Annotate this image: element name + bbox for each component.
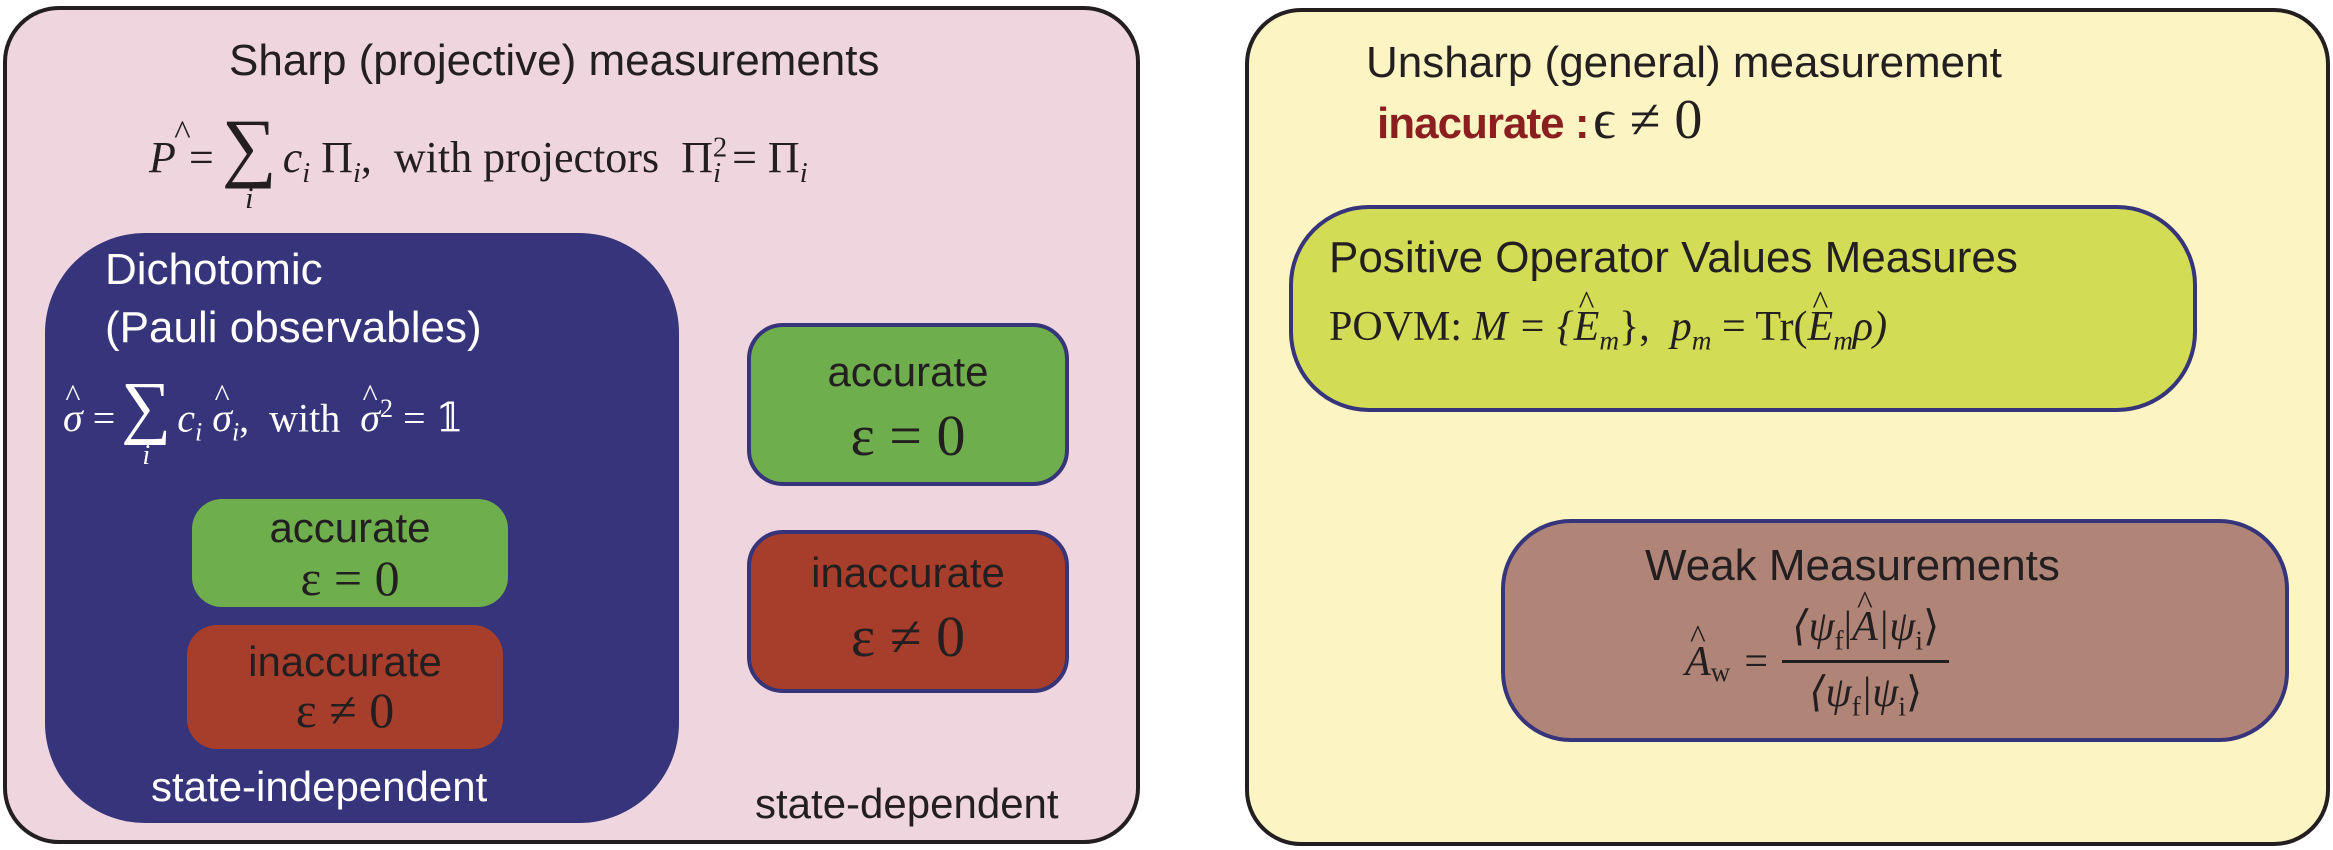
- state-dependent-inaccurate-box: inaccurate ε ≠ 0: [747, 530, 1069, 693]
- weak-title: Weak Measurements: [1645, 541, 2060, 590]
- state-independent-label: state-independent: [151, 763, 488, 810]
- pauli-sum-symbol: ∑i: [121, 369, 172, 471]
- weak-numerator: ⟨ψf|A|ψi⟩: [1782, 585, 1950, 664]
- dichotomic-inaccurate-label: inaccurate: [248, 638, 442, 685]
- state-independent-accurate-box: accurate ε = 0: [192, 499, 508, 607]
- inaccurate-label: inaccurate: [811, 549, 1005, 596]
- sharp-measurements-panel: Sharp (projective) measurements P = ∑ici…: [3, 6, 1140, 844]
- inaccurate-equation: ε ≠ 0: [850, 604, 966, 669]
- dichotomic-accurate-label: accurate: [269, 504, 431, 551]
- pauli-observables-title: (Pauli observables): [105, 303, 482, 352]
- dichotomic-box: Dichotomic (Pauli observables) σ =∑ici σ…: [45, 233, 679, 823]
- state-dependent-accurate-box: accurate ε = 0: [747, 323, 1069, 486]
- unsharp-title: Unsharp (general) measurement: [1366, 38, 2002, 87]
- weak-measurements-box: Weak Measurements Aw = ⟨ψf|A|ψi⟩ ⟨ψf|ψi⟩: [1501, 519, 2289, 742]
- state-independent-inaccurate-box: inaccurate ε ≠ 0: [187, 625, 503, 749]
- projective-formula: P = ∑ici Πi, with projectors Π2i = Πi: [149, 103, 808, 216]
- dichotomic-title: Dichotomic: [105, 245, 323, 294]
- accurate-label: accurate: [827, 348, 989, 395]
- povm-box: Positive Operator Values Measures POVM: …: [1289, 205, 2197, 412]
- unsharp-inaccurate-line: inacurate : ϵ ≠ 0: [1377, 88, 1702, 152]
- epsilon-nonzero-equation: ϵ ≠ 0: [1592, 89, 1703, 151]
- p-hat: P =: [149, 133, 216, 183]
- povm-title: Positive Operator Values Measures: [1329, 233, 2018, 282]
- unsharp-measurement-panel: Unsharp (general) measurement inacurate …: [1245, 8, 2330, 846]
- povm-formula: POVM: M = {Em}, pm = Tr(Emρ): [1329, 285, 1887, 356]
- with-text: with: [269, 395, 341, 441]
- dichotomic-accurate-equation: ε = 0: [300, 550, 400, 606]
- weak-value-fraction: ⟨ψf|A|ψi⟩ ⟨ψf|ψi⟩: [1782, 585, 1950, 723]
- weak-denominator: ⟨ψf|ψi⟩: [1809, 670, 1923, 722]
- weak-value-formula: Aw = ⟨ψf|A|ψi⟩ ⟨ψf|ψi⟩: [1685, 585, 1950, 723]
- pauli-formula: σ =∑ici σi, with σ2 = 𝟙: [63, 369, 463, 471]
- sharp-title: Sharp (projective) measurements: [229, 36, 880, 85]
- with-projectors-text: with projectors: [393, 133, 660, 183]
- inacurate-label: inacurate :: [1377, 99, 1590, 148]
- dichotomic-inaccurate-equation: ε ≠ 0: [295, 682, 395, 738]
- state-dependent-label: state-dependent: [755, 780, 1059, 827]
- sum-symbol: ∑i: [221, 103, 277, 216]
- accurate-equation: ε = 0: [850, 403, 966, 468]
